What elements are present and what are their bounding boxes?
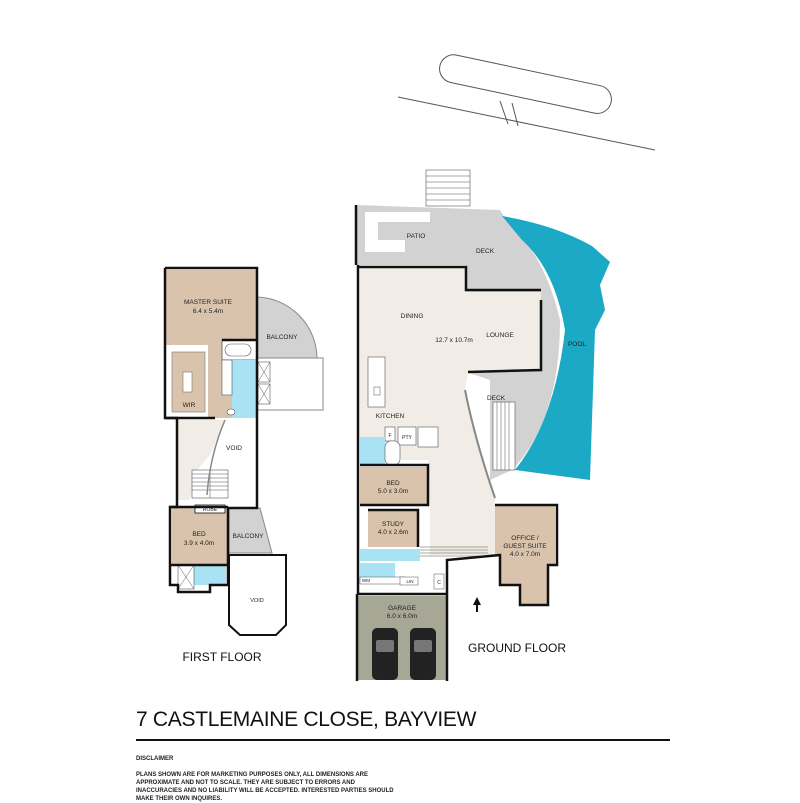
master-ensuite: [232, 360, 257, 418]
living-size: 12.7 x 10.7m: [435, 337, 473, 344]
master-suite-size: 6.4 x 5.4m: [193, 308, 223, 315]
wir-label: WIR: [183, 402, 196, 409]
office-label: OFFICE /: [511, 535, 539, 542]
garage-size: 6.0 x 6.0m: [387, 613, 417, 620]
study-size: 4.0 x 2.6m: [378, 529, 408, 536]
balcony-1-label: BALCONY: [266, 334, 298, 341]
first-floor-plan: MASTER SUITE 6.4 x 5.4m BALCONY WIR VOID…: [163, 266, 324, 664]
void-2-label: VOID: [250, 598, 263, 604]
robe: [194, 504, 226, 514]
disclaimer-text: PLANS SHOWN ARE FOR MARKETING PURPOSES O…: [136, 772, 394, 802]
deck-2-label: DECK: [487, 395, 506, 402]
lounge-label: LOUNGE: [486, 332, 514, 339]
title-divider: [136, 739, 670, 741]
cupboard-label: C: [437, 580, 441, 586]
void-1-label: VOID: [226, 445, 242, 452]
lin-label: LIN: [406, 579, 413, 584]
office-size: 4.0 x 7.0m: [510, 551, 540, 558]
garage-label: GARAGE: [388, 605, 416, 612]
ground-bed: [360, 467, 427, 505]
living-area: [360, 267, 541, 555]
patio-label: PATIO: [407, 233, 426, 240]
ground-floor-plan: PATIO DECK DINING 12.7 x 10.7m LOUNGE PO…: [354, 169, 610, 681]
balcony-2: [228, 507, 273, 554]
fridge-label: F: [388, 433, 391, 439]
kitchen-label: KITCHEN: [376, 413, 405, 420]
master-suite-label: MASTER SUITE: [184, 299, 233, 306]
wm-label: WM: [362, 578, 370, 583]
ground-bed-size: 5.0 x 3.0m: [378, 488, 408, 495]
office-guest-suite: [495, 505, 555, 605]
ground-bed-label: BED: [386, 480, 400, 487]
study: [368, 510, 418, 547]
deck-1-label: DECK: [476, 248, 495, 255]
entry-arrow-icon: [473, 597, 481, 612]
disclaimer-heading: DISCLAIMER: [136, 756, 174, 762]
ground-floor-label: GROUND FLOOR: [468, 641, 566, 655]
pool-label: POOL: [568, 341, 586, 348]
first-bed-size: 3.9 x 4.0m: [184, 540, 214, 547]
property-title: 7 CASTLEMAINE CLOSE, BAYVIEW: [136, 708, 477, 731]
balcony-1: [256, 296, 318, 359]
office-label-2: GUEST SUITE: [503, 543, 547, 550]
dining-label: DINING: [401, 313, 424, 320]
pool: [502, 216, 610, 480]
bathroom: [360, 437, 385, 465]
balcony-2-label: BALCONY: [232, 533, 264, 540]
study-label: STUDY: [382, 521, 405, 528]
driveway: [397, 54, 656, 151]
first-floor-ensuite: [194, 565, 226, 585]
pantry-label: PTY: [402, 435, 412, 441]
void-2: [228, 554, 287, 636]
first-floor-label: FIRST FLOOR: [182, 650, 261, 664]
robe-label: ROBE: [203, 507, 218, 513]
first-bed-label: BED: [192, 531, 206, 538]
first-floor-bed: [172, 508, 228, 565]
